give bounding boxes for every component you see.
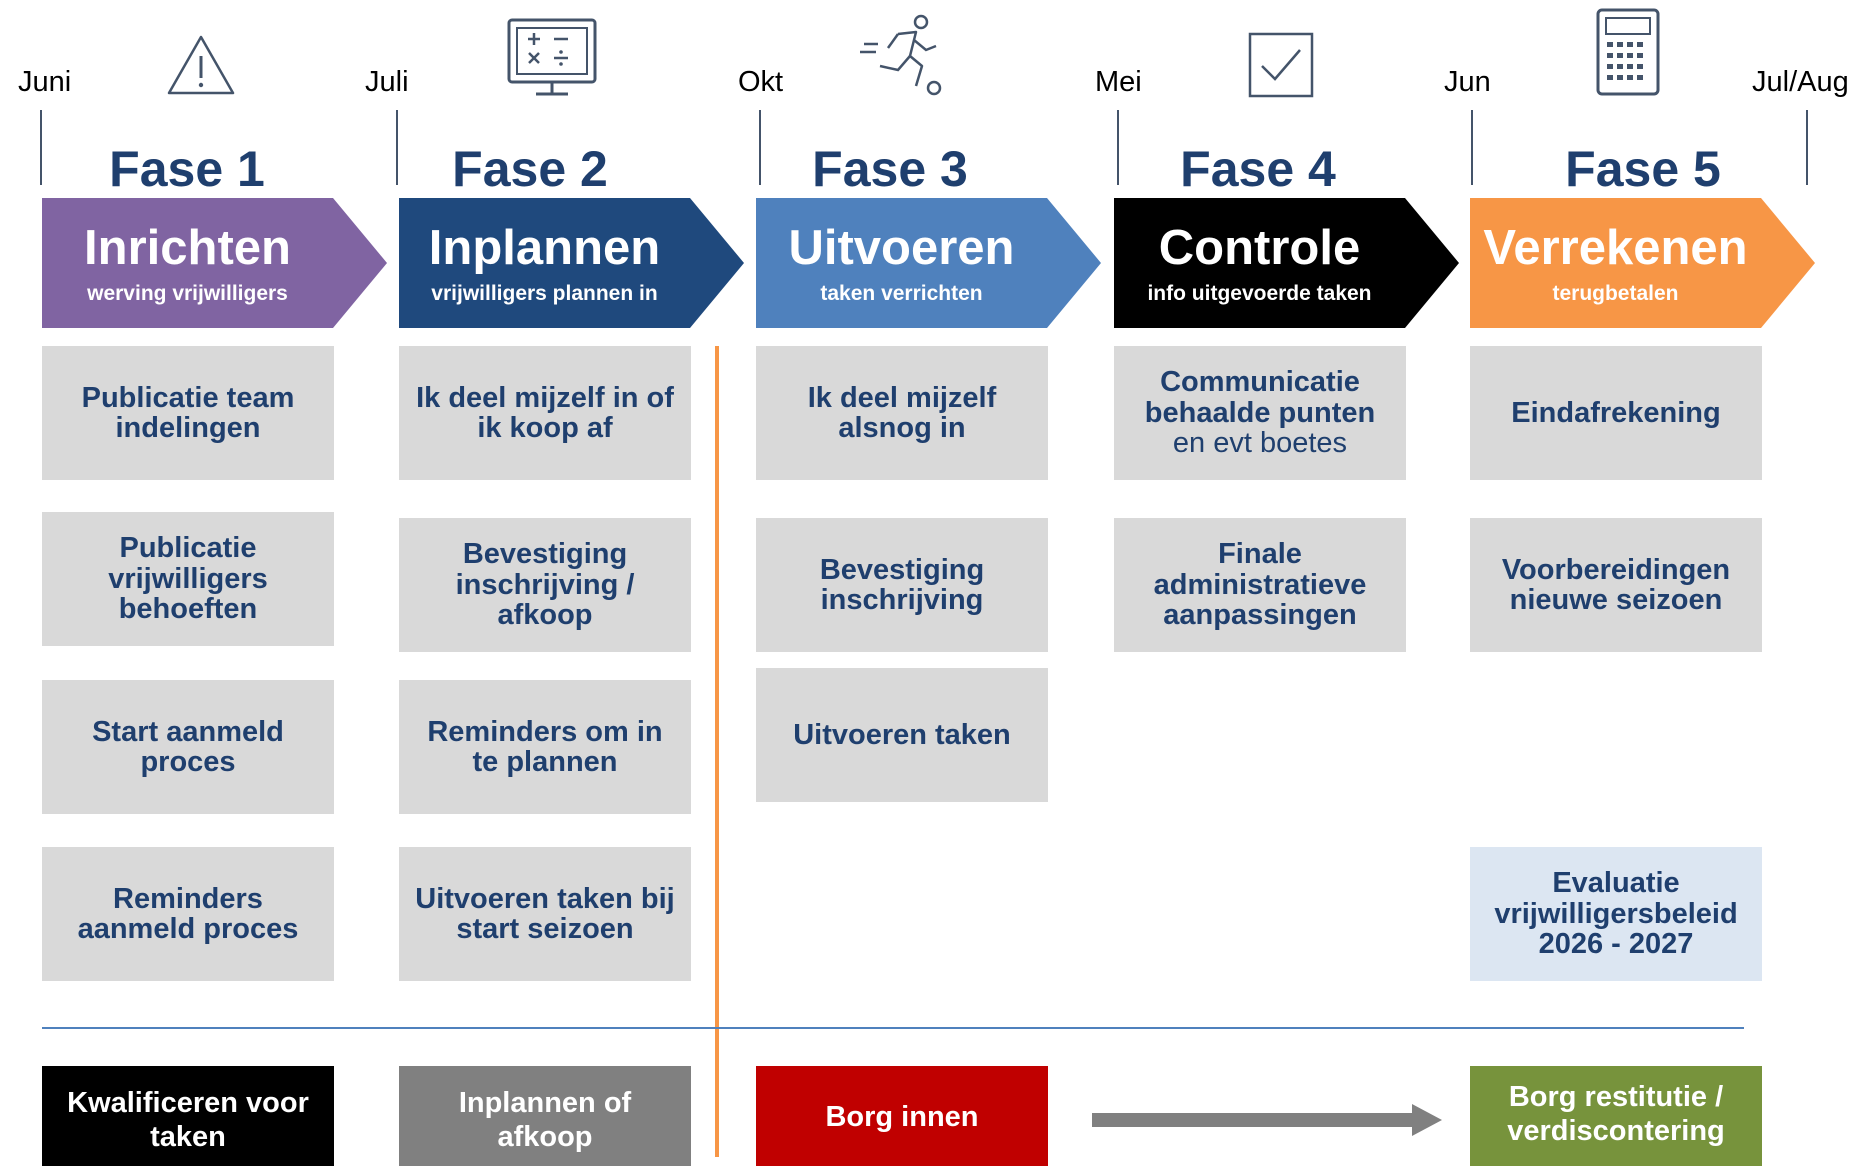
task-box: Ik deel mijzelf alsnog in (756, 346, 1048, 480)
phase-subtitle: terugbetalen (1552, 282, 1679, 305)
phase-title-1: Fase 1 (109, 141, 265, 197)
task-box: Start aanmeld proces (42, 680, 334, 814)
task-box: Voorbereidingen nieuwe seizoen (1470, 518, 1762, 652)
task-box: Uitvoeren taken (756, 668, 1048, 802)
runner-icon (860, 14, 942, 96)
month-label-okt: Okt (738, 66, 784, 98)
phase-chevron-inplannen: Inplannen vrijwilligers plannen in (399, 198, 744, 328)
right-arrow-icon (1092, 1104, 1442, 1136)
calculator-icon (1596, 8, 1660, 96)
phase-title-2: Fase 2 (452, 141, 608, 197)
phase-title-5: Fase 5 (1565, 141, 1721, 197)
orange-divider (715, 346, 719, 1157)
bottom-box-borg-innen: Borg innen (756, 1066, 1048, 1166)
blue-divider (42, 1027, 1744, 1029)
month-label-mei: Mei (1095, 66, 1142, 98)
phase-chevron-uitvoeren: Uitvoeren taken verrichten (756, 198, 1101, 328)
phase-name: Inplannen (428, 221, 661, 275)
phase-subtitle: taken verrichten (820, 282, 983, 305)
phase-title-4: Fase 4 (1180, 141, 1336, 197)
month-label-juni: Juni (18, 66, 72, 98)
timeline-tick (396, 110, 398, 185)
task-box: Bevestiging inschrijving / afkoop (399, 518, 691, 652)
phase-subtitle: vrijwilligers plannen in (431, 282, 658, 305)
timeline-tick (1117, 110, 1119, 185)
task-box: Reminders aanmeld proces (42, 847, 334, 981)
task-box: Uitvoeren taken bij start seizoen (399, 847, 691, 981)
phase-subtitle: werving vrijwilligers (87, 282, 288, 305)
task-box: Eindafrekening (1470, 346, 1762, 480)
phase-name: Controle (1158, 221, 1361, 275)
task-box-highlight: Evaluatie vrijwilligersbeleid 2026 - 202… (1470, 847, 1762, 981)
checkbox-icon (1248, 32, 1314, 98)
phase-chevron-inrichten: Inrichten werving vrijwilligers (42, 198, 387, 328)
task-box: Publicatie vrijwilligers behoeften (42, 512, 334, 646)
phase-name: Inrichten (84, 221, 291, 275)
phase-subtitle: info uitgevoerde taken (1147, 282, 1372, 305)
timeline-tick (1806, 110, 1808, 185)
bottom-box-borg-restitutie: Borg restitutie / verdiscontering (1470, 1066, 1762, 1166)
phase-chevron-verrekenen: Verrekenen terugbetalen (1470, 198, 1815, 328)
task-box: Publicatie team indelingen (42, 346, 334, 480)
phase-name: Uitvoeren (788, 221, 1015, 275)
month-label-jun: Jun (1444, 66, 1491, 98)
warning-icon (167, 35, 235, 95)
timeline-tick (40, 110, 42, 185)
task-box: Bevestiging inschrijving (756, 518, 1048, 652)
month-label-jul-aug: Jul/Aug (1752, 66, 1849, 98)
bottom-box-inplannen: Inplannen of afkoop (399, 1066, 691, 1166)
timeline-tick (1471, 110, 1473, 185)
task-text: Communicatie behaalde punten (1144, 366, 1376, 429)
phase-chevron-controle: Controle info uitgevoerde taken (1114, 198, 1459, 328)
task-box: Reminders om in te plannen (399, 680, 691, 814)
month-label-juli: Juli (365, 66, 409, 98)
task-box: Ik deel mijzelf in of ik koop af (399, 346, 691, 480)
phase-name: Verrekenen (1483, 221, 1748, 275)
timeline-tick (759, 110, 761, 185)
task-note: en evt boetes (1172, 427, 1348, 460)
task-box-with-note: Communicatie behaalde punten en evt boet… (1114, 346, 1406, 480)
calculator-screen-icon (507, 18, 597, 96)
bottom-box-kwalificeren: Kwalificeren voor taken (42, 1066, 334, 1166)
task-box: Finale administratieve aanpassingen (1114, 518, 1406, 652)
phase-title-3: Fase 3 (812, 141, 968, 197)
